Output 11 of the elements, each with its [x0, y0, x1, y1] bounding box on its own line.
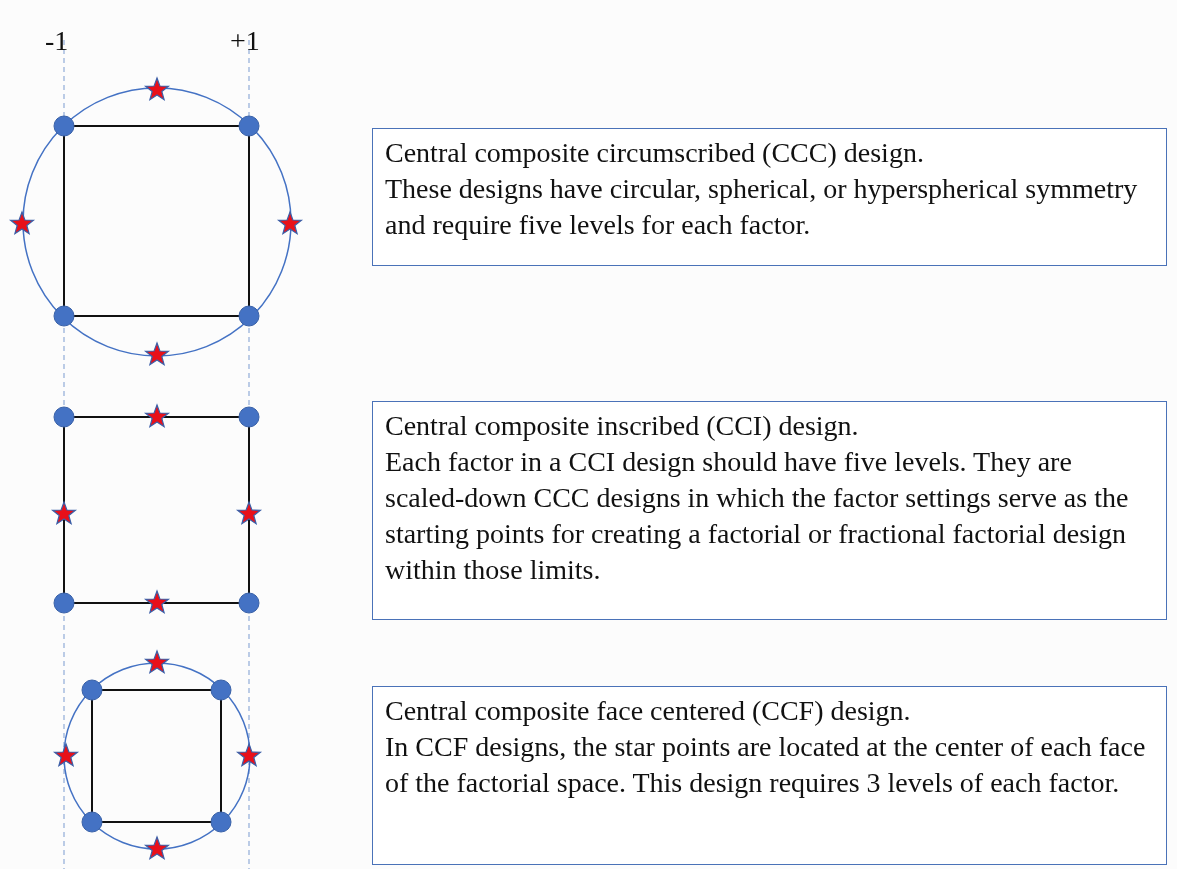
axis-label: -1	[45, 25, 69, 57]
design-heading: Central composite inscribed (CCI) design.	[385, 409, 860, 443]
text-box	[372, 686, 1167, 865]
design-description: In CCF designs, the star points are located at the center of each face of the factorial space. This design requires 3 levels of each factor.	[385, 730, 1147, 800]
design-description: These designs have circular, spherical, or hyperspherical symmetry and require five levels for each factor.	[385, 172, 1139, 242]
design-heading: Central composite face centered (CCF) design.	[385, 694, 912, 728]
design-heading: Central composite circumscribed (CCC) design.	[385, 136, 925, 170]
design-description: Each factor in a CCI design should have five levels. They are scaled-down CCC designs in which the factor settings serve as the starting points for creating a factorial or fractional factorial design within those limits.	[385, 445, 1130, 587]
text-box	[372, 128, 1167, 266]
text-box	[372, 401, 1167, 620]
axis-label: +1	[230, 25, 260, 57]
